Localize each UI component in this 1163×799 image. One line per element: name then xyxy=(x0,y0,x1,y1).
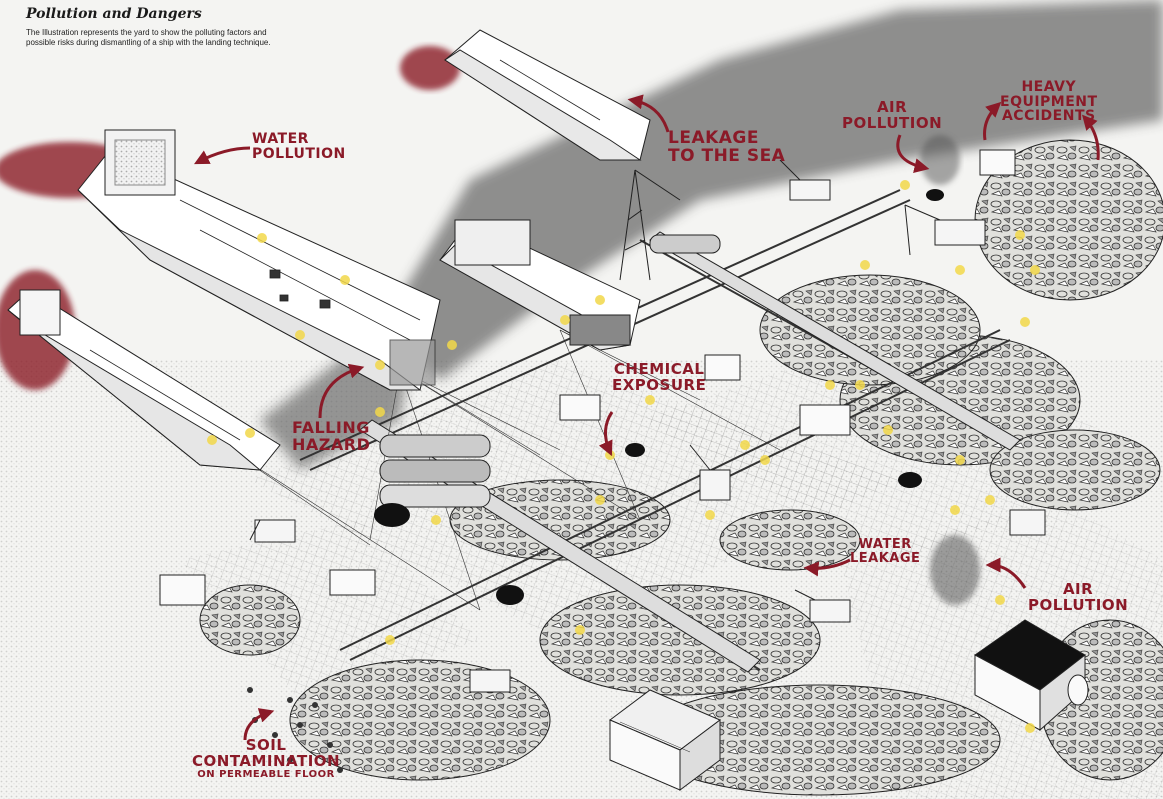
scrap-pile xyxy=(539,584,821,696)
barrel xyxy=(496,585,524,605)
arrow-heavy-equipment-left xyxy=(983,101,1002,141)
arrow-chemical-exposure xyxy=(598,411,614,457)
storage-tank xyxy=(1067,674,1089,706)
barrel xyxy=(898,472,922,488)
label-heavy-equipment-accidents: HEAVY EQUIPMENT ACCIDENTS xyxy=(1000,79,1098,125)
ship-left xyxy=(7,289,281,471)
label-air-pollution-bottom: AIR POLLUTION xyxy=(1028,580,1129,614)
arrow-water-pollution xyxy=(194,146,251,165)
label-leakage-to-the-sea: LEAKAGE TO THE SEA xyxy=(668,128,786,166)
arrow-falling-hazard xyxy=(318,363,365,419)
scrap-pile xyxy=(719,509,861,571)
crane-tower xyxy=(619,169,681,281)
label-water-pollution: WATER POLLUTION xyxy=(252,131,346,162)
plant-cluster xyxy=(247,687,343,773)
scrap-pile xyxy=(199,584,301,656)
arrow-air-pollution-bottom xyxy=(985,557,1027,589)
arrow-soil-contamination xyxy=(243,708,275,741)
smoke-plume xyxy=(930,535,980,605)
label-chemical-exposure: CHEMICAL EXPOSURE xyxy=(612,360,707,394)
excavator xyxy=(249,159,1046,693)
label-water-leakage: WATER LEAKAGE xyxy=(850,537,921,566)
page-title: Pollution and Dangers xyxy=(26,6,202,22)
warehouse-right xyxy=(974,619,1086,732)
label-soil-contamination: SOIL CONTAMINATION ON PERMEABLE FLOOR xyxy=(192,736,341,780)
barrel xyxy=(625,443,645,457)
arrow-air-pollution-top xyxy=(896,134,930,173)
page-description: The Illustration represents the yard to … xyxy=(26,28,271,47)
label-falling-hazard: FALLING HAZARD xyxy=(292,418,371,454)
pipe-stack xyxy=(379,234,721,508)
worker-markers xyxy=(207,180,1040,733)
truck xyxy=(159,149,1016,606)
arrow-leakage-sea xyxy=(627,94,670,133)
barrel xyxy=(374,503,410,527)
arrow-water-leakage xyxy=(803,558,851,577)
barrel xyxy=(926,189,944,201)
scrap-pile xyxy=(989,429,1161,511)
label-air-pollution-top: AIR POLLUTION xyxy=(842,98,943,132)
smoke-plume xyxy=(920,135,960,185)
conveyor-beam xyxy=(359,419,761,673)
figure-header: Pollution and Dangers The Illustration r… xyxy=(26,6,286,48)
scrap-pile xyxy=(759,274,981,386)
ship-middle xyxy=(439,219,641,351)
ship-tanker xyxy=(77,129,441,391)
red-oil-stain xyxy=(400,46,460,90)
grid-floor xyxy=(180,520,480,700)
sea-channel xyxy=(380,0,1163,380)
arrow-heavy-equipment-right xyxy=(1082,114,1100,161)
warehouse-bottom xyxy=(609,689,721,791)
